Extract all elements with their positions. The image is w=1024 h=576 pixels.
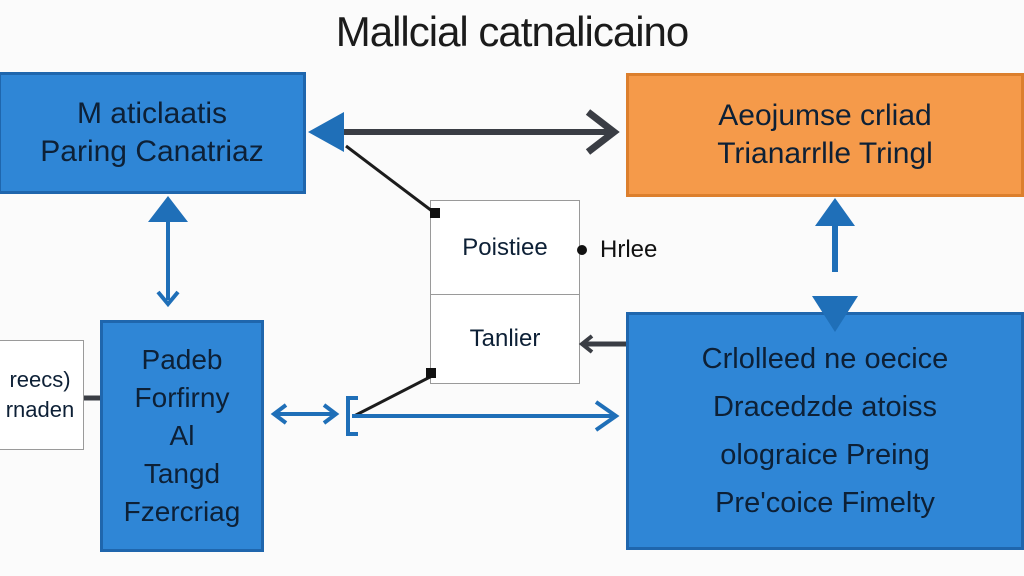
arrowhead-short-left-icon bbox=[270, 403, 288, 425]
arrowhead-left-blue-icon bbox=[308, 112, 344, 152]
box-bottom-right-line-3: olograice Preing bbox=[720, 439, 930, 471]
connector-node-top bbox=[430, 208, 440, 218]
diagram-title: Mallcial catnalicaino bbox=[335, 8, 690, 55]
box-far-left-line-1: reecs) bbox=[9, 367, 71, 392]
box-top-left-line-1: M aticlaatis bbox=[76, 97, 228, 130]
arrowhead-up-left-icon bbox=[148, 196, 188, 222]
box-top-left: M aticlaatis Paring Canatriaz bbox=[0, 72, 306, 194]
box-center-bottom-label: Tanlier bbox=[469, 325, 541, 352]
arrowhead-short-right-icon bbox=[322, 403, 340, 425]
box-bottom-right-line-2: Dracedzde atoiss bbox=[712, 391, 938, 423]
arrowhead-left-dark-icon bbox=[578, 334, 594, 354]
arrowhead-right-blue-icon bbox=[594, 400, 620, 432]
connector-bracket bbox=[346, 396, 358, 436]
box-top-left-line-2: Paring Canatriaz bbox=[40, 135, 264, 168]
box-middle-left-line-1: Padeb bbox=[141, 344, 223, 375]
box-bottom-right-line-4: Pre'coice Fimelty bbox=[715, 487, 935, 519]
box-middle-left-line-3: Al bbox=[169, 420, 195, 451]
connector-diagonal-bottom bbox=[353, 374, 433, 418]
connector-diagonal-top bbox=[345, 144, 437, 216]
connector-dot bbox=[577, 245, 587, 255]
box-middle-left-line-2: Forfirny bbox=[134, 382, 230, 413]
box-middle-left-line-5: Fzercriag bbox=[123, 496, 241, 527]
box-center-top: Poistiee bbox=[430, 200, 580, 296]
box-bottom-right: Crlolleed ne oecice Dracedzde atoiss olo… bbox=[626, 312, 1024, 550]
connector-node-bottom bbox=[426, 368, 436, 378]
side-label: Hrlee bbox=[600, 236, 658, 263]
arrowhead-down-left-icon bbox=[156, 290, 180, 308]
box-middle-left-line-4: Tangd bbox=[143, 458, 221, 489]
arrowhead-up-right-icon bbox=[815, 198, 855, 226]
box-center-top-label: Poistiee bbox=[462, 234, 548, 261]
arrowhead-right-dark-icon bbox=[585, 109, 620, 155]
box-top-right: Aeojumse crliad Trianarrlle Tringl bbox=[626, 73, 1024, 197]
box-center-bottom: Tanlier bbox=[430, 294, 580, 384]
box-middle-left: Padeb Forfirny Al Tangd Fzercriag bbox=[100, 320, 264, 552]
box-top-right-line-2: Trianarrlle Tringl bbox=[717, 137, 933, 170]
box-top-right-line-1: Aeojumse crliad bbox=[718, 99, 932, 132]
arrowhead-down-right-icon bbox=[812, 296, 858, 332]
box-bottom-right-line-1: Crlolleed ne oecice bbox=[701, 343, 949, 375]
box-far-left: reecs) rnaden bbox=[0, 340, 84, 450]
box-far-left-line-2: rnaden bbox=[5, 397, 75, 422]
